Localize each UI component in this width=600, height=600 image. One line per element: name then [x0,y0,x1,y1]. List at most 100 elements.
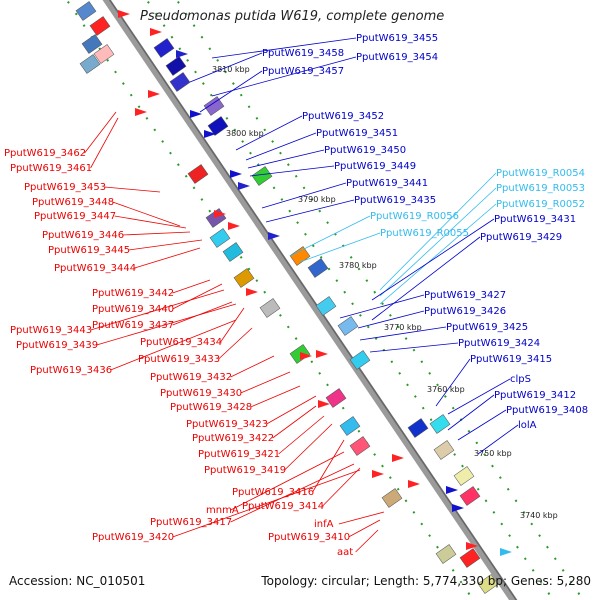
left-gene-label-9: PputW619_3440 [92,304,174,315]
left-leader-25 [322,467,361,507]
right-gene-label-15: PputW619_R0055 [380,228,469,239]
gene-feature-31 [289,246,311,266]
left-gene-label-12: PputW619_3439 [16,340,98,351]
left-gene-label-0: PputW619_3462 [4,148,86,159]
gene-arrow-3 [190,110,202,118]
gene-feature-32 [349,350,371,370]
left-leader-0 [84,111,117,154]
gene-feature-2 [81,34,103,54]
map-title: Pseudomonas putida W619, complete genome [140,9,445,24]
gene-arrow-19 [500,548,512,556]
right-gene-label-18: PputW619_3426 [424,306,506,317]
scale-label-1: 3800 kbp [226,129,264,138]
left-leader-9 [172,283,223,310]
gene-arrow-0 [118,10,130,18]
gene-arrow-21 [135,108,147,116]
right-leader-4 [235,115,303,151]
left-leader-14 [110,319,237,371]
left-leader-7 [134,247,201,269]
left-gene-label-8: PputW619_3442 [92,288,174,299]
right-gene-label-8: PputW619_3441 [346,178,428,189]
gene-arrow-17 [452,504,464,512]
gene-feature-5 [153,38,175,58]
gene-feature-30 [477,574,499,594]
right-leader-13 [379,203,497,305]
left-leader-17 [240,371,291,394]
gene-feature-24 [407,418,429,438]
gene-feature-9 [207,116,229,136]
right-gene-label-6: PputW619_3450 [324,145,406,156]
left-leader-13 [220,307,245,343]
gene-feature-10 [187,164,209,184]
right-gene-label-10: PputW619_3435 [354,195,436,206]
right-leader-15 [299,232,381,263]
right-leader-8 [261,182,347,209]
right-gene-label-2: PputW619_3454 [356,52,438,63]
left-gene-label-27: infA [314,519,334,530]
gene-feature-4 [79,54,101,74]
right-gene-label-25: lolA [518,420,537,431]
gene-arrow-16 [446,486,458,494]
genome-summary-text: Topology: circular; Length: 5,774,330 bp… [261,574,591,588]
right-leader-11 [379,187,497,297]
left-gene-label-28: PputW619_3420 [92,532,174,543]
gene-feature-21 [339,416,361,436]
left-leader-20 [272,405,317,439]
left-gene-label-2: PputW619_3453 [24,182,106,193]
gene-arrow-8 [228,222,240,230]
right-leader-23 [447,394,495,431]
left-gene-label-20: PputW619_3422 [192,433,274,444]
left-leader-21 [278,415,325,455]
right-leader-12 [289,215,371,257]
gene-feature-34 [429,414,451,434]
gene-feature-13 [222,242,244,262]
left-leader-16 [230,355,275,378]
left-gene-label-29: PputW619_3410 [268,532,350,543]
left-gene-label-14: PputW619_3436 [30,365,112,376]
left-gene-label-3: PputW619_3448 [32,197,114,208]
right-gene-label-11: PputW619_R0053 [496,183,585,194]
right-leader-17 [339,294,425,319]
gene-feature-6 [165,56,187,76]
left-leader-27 [338,511,385,525]
gene-arrow-22 [268,232,280,240]
gene-feature-22 [349,436,371,456]
right-gene-label-24: PputW619_3408 [506,405,588,416]
right-gene-label-14: PputW619_3431 [494,214,576,225]
gene-arrow-7 [214,210,226,218]
right-gene-label-16: PputW619_3429 [480,232,562,243]
gene-arrow-20 [148,90,160,98]
gene-arrow-2 [176,50,188,58]
gene-feature-23 [381,488,403,508]
scale-label-4: 3770 kbp [384,323,422,332]
left-leader-5 [122,231,191,236]
left-leader-8 [172,279,211,294]
right-leader-24 [457,409,507,441]
scale-label-3: 3780 kbp [339,261,377,270]
left-leader-18 [250,385,301,408]
gene-arrow-13 [372,470,384,478]
right-gene-label-3: PputW619_3457 [262,66,344,77]
left-gene-label-24: mnmA [206,505,239,516]
gene-arrow-1 [150,28,162,36]
right-leader-10 [265,199,355,223]
right-leader-21 [435,358,471,407]
left-gene-label-15: PputW619_3433 [138,354,220,365]
gene-arrow-4 [204,130,216,138]
left-leader-19 [266,395,317,425]
left-gene-label-18: PputW619_3428 [170,402,252,413]
gene-feature-25 [433,440,455,460]
left-gene-label-16: PputW619_3432 [150,372,232,383]
right-gene-label-13: PputW619_R0052 [496,199,585,210]
right-gene-label-17: PputW619_3427 [424,290,506,301]
right-gene-label-9: PputW619_R0054 [496,168,585,179]
left-leader-4 [114,215,187,229]
left-leader-10 [90,289,225,331]
gene-feature-15 [259,298,281,318]
gene-feature-3 [93,44,115,64]
gene-feature-19 [337,316,359,336]
gene-feature-0 [75,1,97,21]
gene-arrow-6 [238,182,250,190]
left-gene-label-6: PputW619_3445 [48,245,130,256]
right-leader-5 [245,132,317,161]
